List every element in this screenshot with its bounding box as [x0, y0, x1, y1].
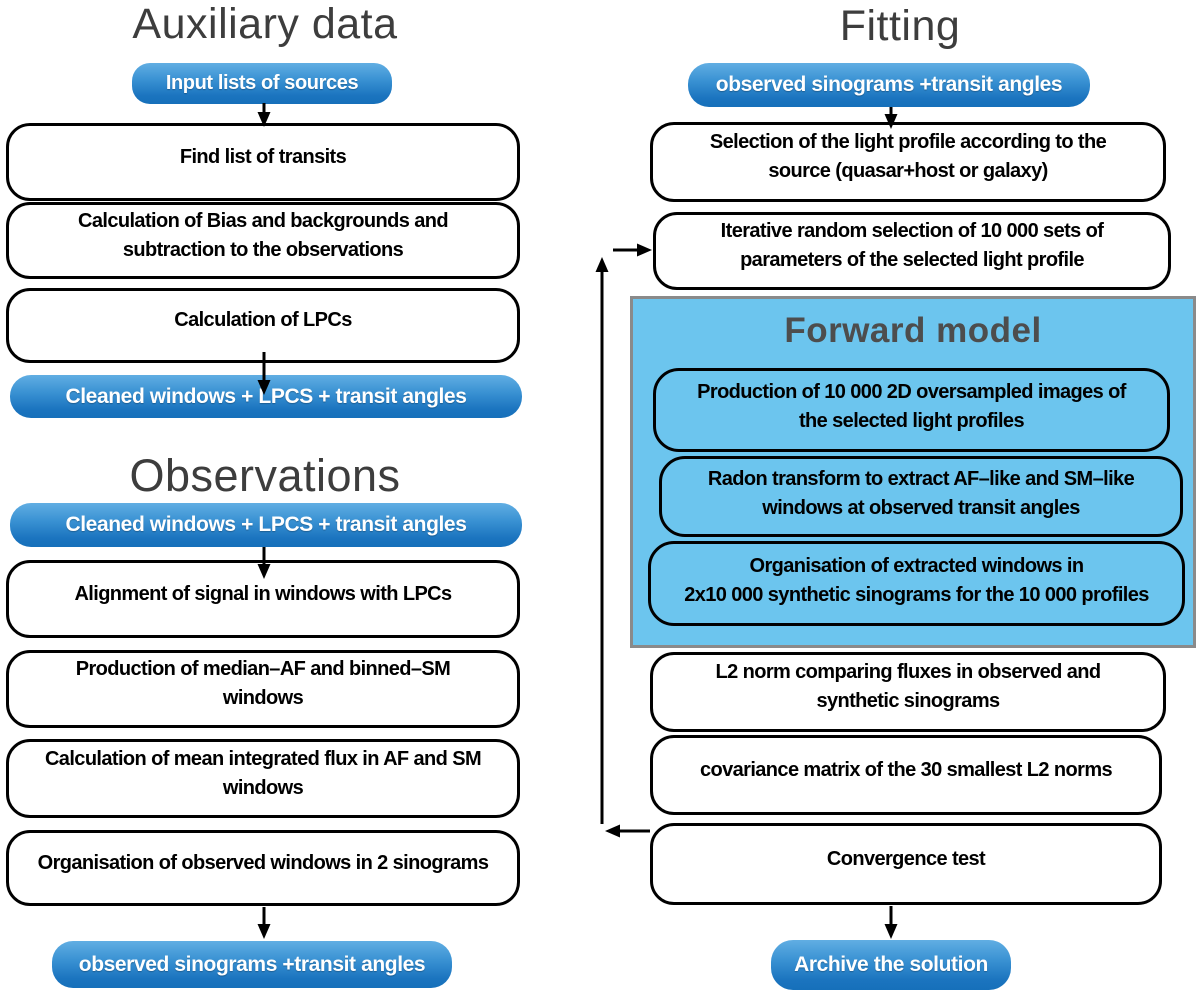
- pill-archive-the-solution: Archive the solution: [771, 940, 1011, 990]
- pill-observed-sinograms-output: observed sinograms +transit angles: [52, 941, 452, 988]
- box-convergence-test: Convergence test: [650, 823, 1162, 905]
- pill-input-lists-of-sources: Input lists of sources: [132, 63, 392, 104]
- box-find-list-of-transits: Find list of transits: [6, 123, 520, 201]
- box-organisation-observed-windows: Organisation of observed windows in 2 si…: [6, 830, 520, 906]
- box-selection-of-light-profile: Selection of the light profile according…: [650, 122, 1166, 202]
- forward-model-title: Forward model: [784, 311, 1042, 350]
- box-calculation-of-lpcs: Calculation of LPCs: [6, 288, 520, 363]
- box-iterative-random-selection: Iterative random selection of 10 000 set…: [653, 212, 1171, 290]
- forward-model-panel: Forward model: [630, 296, 1196, 648]
- pill-cleaned-windows-output: Cleaned windows + LPCS + transit angles: [10, 375, 522, 418]
- section-title-observations: Observations: [129, 450, 401, 501]
- box-organisation-extracted-windows: Organisation of extracted windows in 2x1…: [648, 541, 1185, 626]
- box-l2-norm: L2 norm comparing fluxes in observed and…: [650, 652, 1166, 732]
- box-production-oversampled-images: Production of 10 000 2D oversampled imag…: [653, 368, 1170, 452]
- box-alignment-of-signal: Alignment of signal in windows with LPCs: [6, 560, 520, 638]
- pill-observed-sinograms-input: observed sinograms +transit angles: [688, 63, 1090, 107]
- box-production-median-af-binned-sm: Production of median–AF and binned–SM wi…: [6, 650, 520, 728]
- box-calculation-mean-integrated-flux: Calculation of mean integrated flux in A…: [6, 739, 520, 818]
- box-radon-transform: Radon transform to extract AF–like and S…: [659, 456, 1183, 537]
- section-title-auxiliary-data: Auxiliary data: [132, 0, 398, 48]
- pill-cleaned-windows-input: Cleaned windows + LPCS + transit angles: [10, 503, 522, 547]
- section-title-fitting: Fitting: [839, 2, 961, 50]
- box-calculation-bias-backgrounds: Calculation of Bias and backgrounds and …: [6, 202, 520, 279]
- box-covariance-matrix: covariance matrix of the 30 smallest L2 …: [650, 735, 1162, 815]
